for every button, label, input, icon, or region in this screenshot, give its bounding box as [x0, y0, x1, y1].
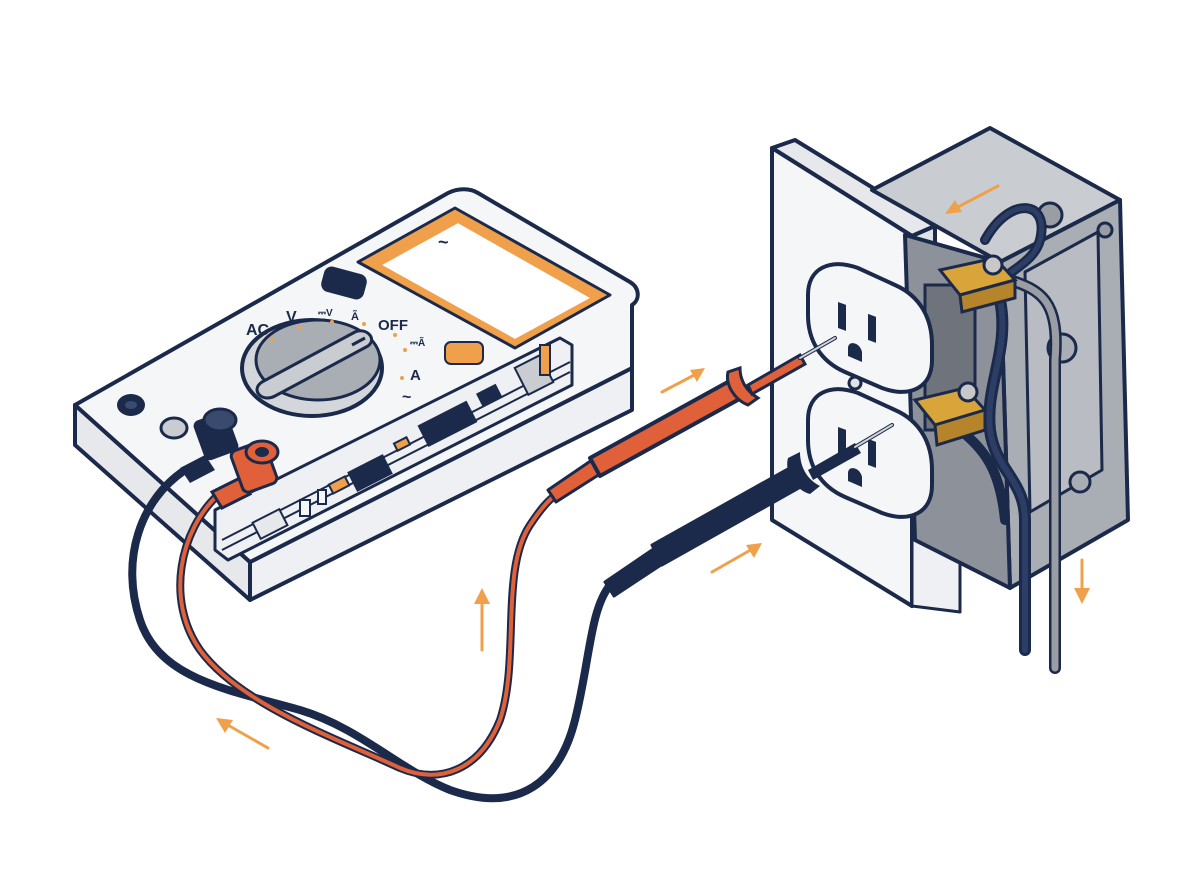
dial-tick-dots: [270, 320, 407, 380]
flow-arrow-probe-red: [660, 368, 705, 394]
lcd-display: ~: [356, 206, 612, 350]
red-test-probe: [546, 336, 837, 504]
red-test-lead: [176, 491, 560, 779]
outlet-receptacle-upper: [806, 262, 934, 394]
rotary-dial-icon[interactable]: [240, 318, 384, 418]
flow-arrow-up: [474, 588, 490, 652]
circuit-board: [251, 344, 555, 541]
dial-label-a: A: [410, 367, 421, 384]
flow-arrow-back: [216, 718, 270, 750]
jack-ma[interactable]: [159, 416, 189, 440]
dial-labels: AC V ⎓V Ã OFF ⎓Ã A ~: [246, 308, 425, 406]
black-plug: [180, 407, 239, 483]
function-button[interactable]: [444, 341, 484, 365]
dial-pointer: [351, 336, 366, 347]
arrow-icon: [216, 184, 1090, 750]
dial-label-off: OFF: [378, 317, 408, 334]
dial-label-dcv: ⎓V: [318, 308, 333, 319]
hold-button[interactable]: [319, 265, 368, 302]
house-wiring: [955, 203, 1062, 674]
black-test-probe: [603, 423, 894, 598]
dial-label-ac: AC: [246, 322, 270, 339]
junction-box: [870, 126, 1130, 590]
plate-screw: [847, 375, 863, 391]
display-symbol: ~: [438, 232, 449, 252]
flow-arrow-probe-black: [710, 543, 762, 574]
dial-label-acv: Ã: [351, 310, 359, 323]
input-jacks: [117, 394, 189, 440]
brass-terminals: [912, 254, 1018, 447]
red-plug: [209, 439, 280, 510]
flow-arrow-down: [1074, 558, 1090, 604]
flow-arrow-box-in: [945, 184, 1000, 214]
outlet-receptacle-lower: [806, 387, 934, 519]
dial-label-tilde: ~: [402, 389, 411, 406]
dial-label-v: V: [286, 309, 297, 326]
dial-label-dca: ⎓Ã: [410, 336, 425, 349]
black-test-lead: [128, 466, 614, 803]
